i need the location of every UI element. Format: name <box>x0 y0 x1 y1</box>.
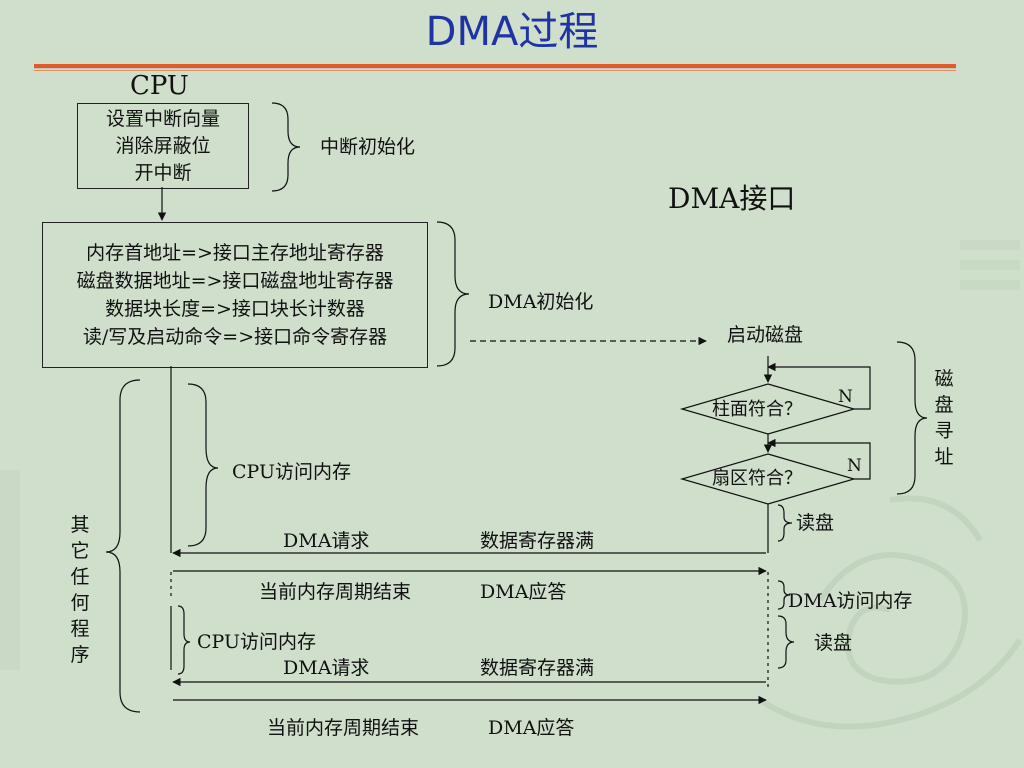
cycle-end-label-2: 当前内存周期结束 <box>267 717 420 739</box>
dma-init-line-4: 读/写及启动命令=>接口命令寄存器 <box>82 326 388 348</box>
read-disk-label-2: 读盘 <box>814 632 853 654</box>
no-label-sector: N <box>847 456 862 476</box>
dma-request-label-1: DMA请求 <box>283 530 370 552</box>
cpu-header: CPU <box>130 71 189 101</box>
dma-ack-label-1: DMA应答 <box>480 581 567 603</box>
dma-ack-label-2: DMA应答 <box>488 717 575 739</box>
cycle-end-label-1: 当前内存周期结束 <box>259 581 412 603</box>
dma-init-label: DMA初始化 <box>488 291 594 313</box>
init-line-1: 设置中断向量 <box>105 107 220 130</box>
dma-init-line-2: 磁盘数据地址=>接口磁盘地址寄存器 <box>76 270 394 292</box>
interrupt-init-box: 设置中断向量 消除屏蔽位 开中断 <box>77 103 249 189</box>
dma-request-label-2: DMA请求 <box>283 657 370 679</box>
sector-match-label: 扇区符合？ <box>712 468 802 489</box>
buffer-full-label-1: 数据寄存器满 <box>480 530 595 552</box>
cpu-access-memory-label-1: CPU访问内存 <box>232 461 352 483</box>
title-divider <box>34 64 956 71</box>
cylinder-match-label: 柱面符合？ <box>712 399 802 420</box>
init-line-2: 消除屏蔽位 <box>115 134 211 157</box>
other-programs-label: 其 它 任 何 程 序 <box>70 514 90 666</box>
dma-interface-header: DMA接口 <box>668 182 796 215</box>
init-line-3: 开中断 <box>134 161 192 184</box>
dma-access-memory-label: DMA访问内存 <box>788 590 913 612</box>
buffer-full-label-2: 数据寄存器满 <box>480 657 595 679</box>
slide-title: DMA过程 <box>425 9 599 55</box>
disk-seek-label: 磁 盘 寻 址 <box>934 368 954 468</box>
cpu-access-memory-label-2: CPU访问内存 <box>197 631 317 653</box>
interrupt-init-label: 中断初始化 <box>320 136 416 158</box>
dma-init-line-1: 内存首地址=>接口主存地址寄存器 <box>86 242 384 264</box>
dma-init-box: 内存首地址=>接口主存地址寄存器 磁盘数据地址=>接口磁盘地址寄存器 数据块长度… <box>42 222 428 368</box>
no-label-cylinder: N <box>838 387 853 407</box>
read-disk-label-1: 读盘 <box>796 512 835 534</box>
start-disk-label: 启动磁盘 <box>727 324 804 346</box>
dma-init-line-3: 数据块长度=>接口块长计数器 <box>105 298 365 320</box>
